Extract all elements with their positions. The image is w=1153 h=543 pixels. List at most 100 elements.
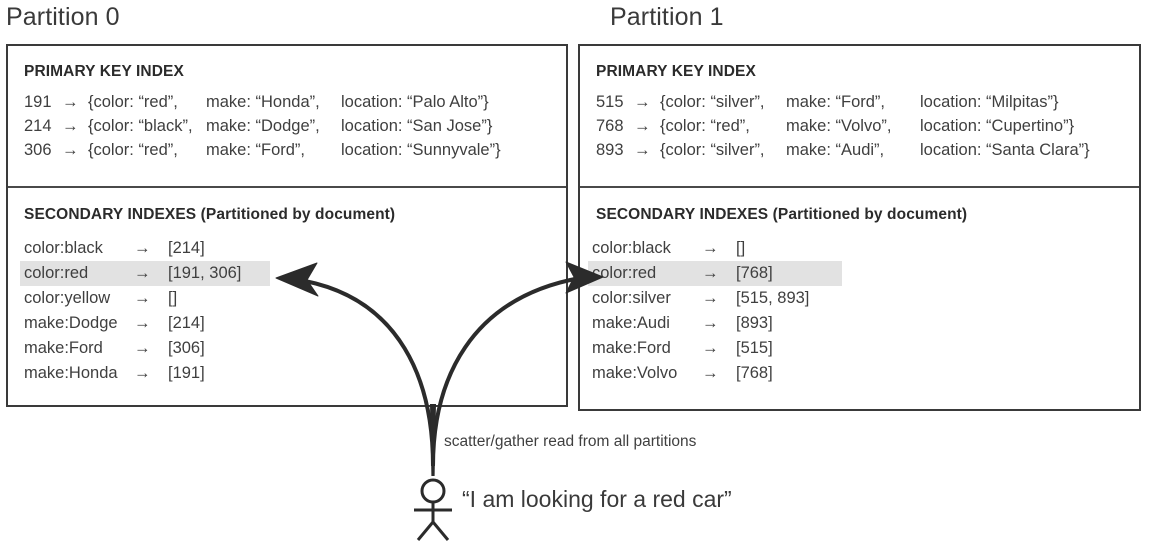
secondary-index-row: make:Ford → [515] (588, 336, 842, 361)
secondary-index-arrow: → (134, 264, 151, 282)
secondary-index-row: make:Audi→[893] (588, 311, 842, 336)
secondary-index-row: color:yellow → [] (20, 286, 270, 311)
primary-key-location: location: “Cupertino”} (920, 117, 1075, 135)
primary-key-row: 515→{color: “silver”,make: “Ford”,locati… (596, 90, 1090, 114)
secondary-index-arrow: → (702, 314, 719, 332)
secondary-index-key: make:Volvo (592, 364, 678, 382)
primary-key-location: location: “Sunnyvale”} (341, 141, 501, 159)
secondary-index-arrow: → (702, 264, 719, 282)
secondary-index-arrow: → (702, 339, 719, 357)
secondary-index-key: color:yellow (24, 289, 111, 307)
partition-1-primary-key-heading: PRIMARY KEY INDEX (596, 63, 756, 80)
primary-key-id: 191 (24, 93, 52, 111)
partition-0-secondary-rows: color:black→[214]color:red→[191, 306]col… (20, 236, 270, 386)
stick-figure-leg-right (431, 521, 450, 541)
primary-key-row: 214 → {color: “black”, make: “Dodge”, locati… (24, 114, 501, 138)
primary-key-make: make: “Dodge”, (206, 117, 320, 135)
secondary-index-row: color:black → [214] (20, 236, 270, 261)
primary-key-color: {color: “red”, (88, 141, 178, 159)
primary-key-arrow: → (62, 117, 79, 135)
secondary-index-row: color:silver → [515, 893] (588, 286, 842, 311)
partition-0-primary-key-heading: PRIMARY KEY INDEX (24, 63, 184, 80)
partition-0-primary-key-rows: 191→{color: “red”,make: “Honda”,location… (24, 90, 501, 162)
primary-key-make: make: “Ford”, (206, 141, 306, 159)
primary-key-id: 768 (596, 117, 624, 135)
secondary-index-value: [191] (168, 364, 205, 382)
primary-key-arrow: → (62, 93, 79, 111)
partition-0-secondary-heading: SECONDARY INDEXES (Partitioned by docume… (24, 206, 396, 223)
primary-key-arrow: → (634, 93, 651, 111)
secondary-index-key: color:red (24, 264, 89, 282)
primary-key-location: location: “Palo Alto”} (341, 93, 489, 111)
secondary-index-arrow: → (702, 239, 719, 257)
primary-key-location: location: “Santa Clara”} (920, 141, 1090, 159)
primary-key-arrow: → (62, 141, 79, 159)
secondary-index-value: [515] (736, 339, 773, 357)
partition-0-divider (8, 186, 566, 188)
primary-key-make: make: “Volvo”, (786, 117, 892, 135)
primary-key-id: 306 (24, 141, 52, 159)
secondary-index-key: make:Ford (592, 339, 671, 357)
secondary-index-value: [515, 893] (736, 289, 810, 307)
secondary-index-row-highlighted: color:red → [191, 306] (20, 261, 270, 286)
primary-key-color: {color: “black”, (88, 117, 193, 135)
user-stick-figure (414, 478, 452, 541)
partition-1-secondary-heading: SECONDARY INDEXES (Partitioned by docume… (596, 206, 968, 223)
secondary-index-value: [306] (168, 339, 205, 357)
primary-key-color: {color: “red”, (88, 93, 178, 111)
secondary-index-arrow: → (134, 364, 151, 382)
secondary-index-key: color:black (24, 239, 103, 257)
secondary-index-value: [768] (736, 264, 773, 282)
secondary-index-arrow: → (702, 289, 719, 307)
primary-key-arrow: → (634, 141, 651, 159)
partition-1-primary-key-rows: 515 → {color: “silver”, make: “Ford”, locati… (596, 90, 1090, 162)
primary-key-row: 768 → {color: “red”, make: “Volvo”, location… (596, 114, 1090, 138)
scatter-arrow-stem (430, 404, 436, 476)
partition-1-divider (580, 186, 1139, 188)
primary-key-id: 515 (596, 93, 624, 111)
primary-key-location: location: “San Jose”} (341, 117, 493, 135)
secondary-index-row: color:black→[] (588, 236, 842, 261)
secondary-index-value: [191, 306] (168, 264, 242, 282)
partition-1-title: Partition 1 (610, 3, 724, 31)
secondary-index-key: make:Ford (24, 339, 103, 357)
secondary-index-arrow: → (134, 239, 151, 257)
secondary-index-key: make:Dodge (24, 314, 118, 332)
primary-key-id: 893 (596, 141, 624, 159)
primary-key-row: 306 → {color: “red”, make: “Ford”, location:… (24, 138, 501, 162)
partition-0-title: Partition 0 (6, 3, 120, 31)
secondary-index-key: color:red (592, 264, 657, 282)
primary-key-row: 191→{color: “red”,make: “Honda”,location… (24, 90, 501, 114)
secondary-index-arrow: → (134, 314, 151, 332)
secondary-index-value: [] (168, 289, 178, 307)
scatter-gather-caption: scatter/gather read from all partitions (444, 433, 697, 450)
secondary-index-row-highlighted: color:red → [768] (588, 261, 842, 286)
primary-key-color: {color: “silver”, (660, 93, 765, 111)
secondary-index-row: make:Honda → [191] (20, 361, 270, 386)
secondary-index-row: make:Dodge→[214] (20, 311, 270, 336)
user-quote: “I am looking for a red car” (462, 486, 732, 512)
primary-key-arrow: → (634, 117, 651, 135)
secondary-index-row: make:Volvo → [768] (588, 361, 842, 386)
secondary-index-value: [768] (736, 364, 773, 382)
secondary-index-arrow: → (702, 364, 719, 382)
primary-key-make: make: “Audi”, (786, 141, 885, 159)
secondary-index-key: color:silver (592, 289, 671, 307)
secondary-index-key: make:Audi (592, 314, 670, 332)
secondary-index-key: color:black (592, 239, 671, 257)
secondary-index-arrow: → (134, 289, 151, 307)
secondary-index-value: [214] (168, 239, 205, 257)
primary-key-color: {color: “red”, (660, 117, 750, 135)
secondary-index-row: make:Ford → [306] (20, 336, 270, 361)
primary-key-row: 893 → {color: “silver”, make: “Audi”, locati… (596, 138, 1090, 162)
partition-1-box: PRIMARY KEY INDEX 515 → {color: “silver”, m… (578, 44, 1141, 411)
secondary-index-key: make:Honda (24, 364, 118, 382)
partition-1-secondary-rows: color:black→[]color:red→[768]color:silve… (588, 236, 842, 386)
primary-key-id: 214 (24, 117, 52, 135)
partition-0-box: PRIMARY KEY INDEX 191 → {color: “red”, make… (6, 44, 568, 407)
primary-key-make: make: “Ford”, (786, 93, 886, 111)
secondary-index-arrow: → (134, 339, 151, 357)
primary-key-color: {color: “silver”, (660, 141, 765, 159)
stick-figure-leg-left (416, 521, 435, 541)
